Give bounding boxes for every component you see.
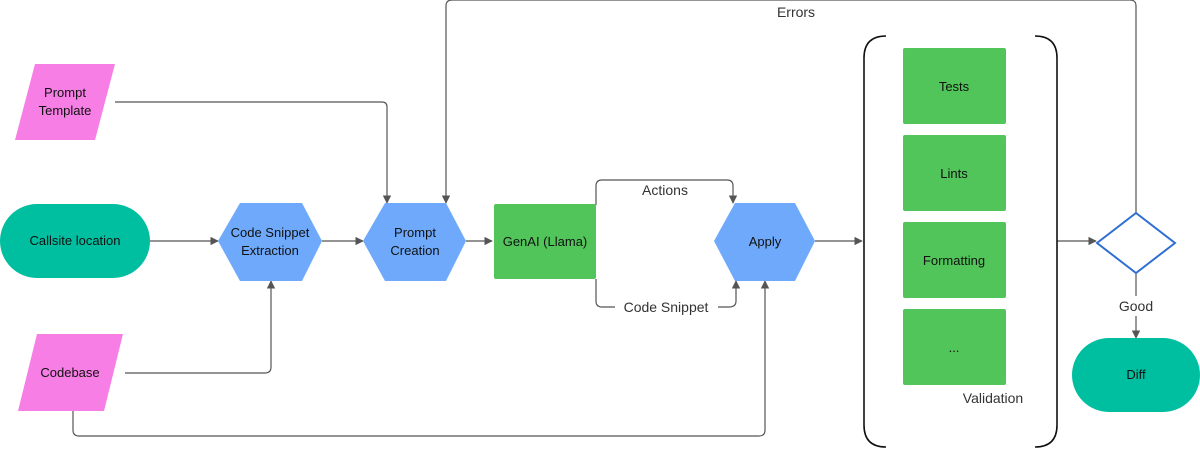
tests-node: Tests bbox=[903, 48, 1006, 124]
decision-node bbox=[1095, 211, 1177, 275]
formatting-node: Formatting bbox=[903, 222, 1006, 298]
ellipsis-label: ... bbox=[949, 340, 960, 355]
formatting-label: Formatting bbox=[923, 253, 985, 268]
edge-prompt-template-to-prompt-creation bbox=[115, 101, 392, 204]
edge-label-good-background bbox=[1114, 296, 1158, 316]
edge-label-code-snippet-background bbox=[615, 297, 718, 317]
codebase-label: Codebase bbox=[40, 365, 99, 380]
codebase-shape bbox=[18, 334, 123, 411]
prompt-creation-node: Prompt Creation bbox=[363, 203, 466, 281]
callsite-location-node: Callsite location bbox=[0, 204, 150, 278]
prompt-template-shape bbox=[15, 64, 115, 140]
ellipsis-node: ... bbox=[903, 309, 1006, 385]
prompt-template-label-line-1: Prompt bbox=[44, 85, 86, 100]
lints-node: Lints bbox=[903, 135, 1006, 211]
edge-label-actions: Actions bbox=[642, 182, 688, 198]
edge-label-errors: Errors bbox=[777, 4, 815, 20]
validation-right-bracket bbox=[1034, 35, 1058, 448]
prompt-template-node: Prompt Template bbox=[15, 64, 115, 140]
edge-genai-actions-to-apply bbox=[595, 179, 738, 205]
edge-codebase-to-extraction bbox=[125, 280, 276, 374]
edge-decision-errors-to-prompt-creation bbox=[441, 0, 1137, 213]
diff-node: Diff bbox=[1072, 338, 1200, 412]
prompt-template-label-line-2: Template bbox=[39, 103, 92, 118]
edge-label-code-snippet: Code Snippet bbox=[624, 299, 709, 315]
callsite-location-label: Callsite location bbox=[29, 233, 120, 248]
codebase-node: Codebase bbox=[18, 334, 123, 411]
formatting-shape bbox=[903, 222, 1006, 298]
callsite-location-shape bbox=[0, 204, 150, 278]
prompt-creation-shape bbox=[363, 203, 466, 281]
apply-label: Apply bbox=[749, 234, 782, 249]
code-snippet-extraction-node: Code Snippet Extraction bbox=[218, 203, 322, 281]
code-snippet-extraction-label-line-2: Extraction bbox=[241, 243, 299, 258]
genai-llama-label: GenAI (Llama) bbox=[503, 234, 588, 249]
code-snippet-extraction-shape bbox=[218, 203, 322, 281]
apply-node: Apply bbox=[714, 203, 815, 281]
diff-shape bbox=[1072, 338, 1200, 412]
edge-codebase-to-apply bbox=[72, 280, 770, 437]
validation-label: Validation bbox=[963, 390, 1023, 406]
tests-shape bbox=[903, 48, 1006, 124]
prompt-creation-label-line-2: Creation bbox=[390, 243, 439, 258]
tests-label: Tests bbox=[939, 79, 970, 94]
validation-group: Tests Lints Formatting ... Validation bbox=[863, 35, 1058, 448]
apply-shape bbox=[714, 203, 815, 281]
code-snippet-extraction-label-line-1: Code Snippet bbox=[231, 225, 310, 240]
ellipsis-shape bbox=[903, 309, 1006, 385]
validation-left-bracket bbox=[863, 35, 887, 448]
lints-shape bbox=[903, 135, 1006, 211]
genai-llama-node: GenAI (Llama) bbox=[494, 204, 596, 279]
decision-diamond bbox=[1095, 211, 1177, 275]
prompt-creation-label-line-1: Prompt bbox=[394, 225, 436, 240]
genai-llama-shape bbox=[494, 204, 596, 279]
diff-label: Diff bbox=[1126, 367, 1146, 382]
edge-label-good: Good bbox=[1119, 298, 1153, 314]
lints-label: Lints bbox=[940, 166, 968, 181]
